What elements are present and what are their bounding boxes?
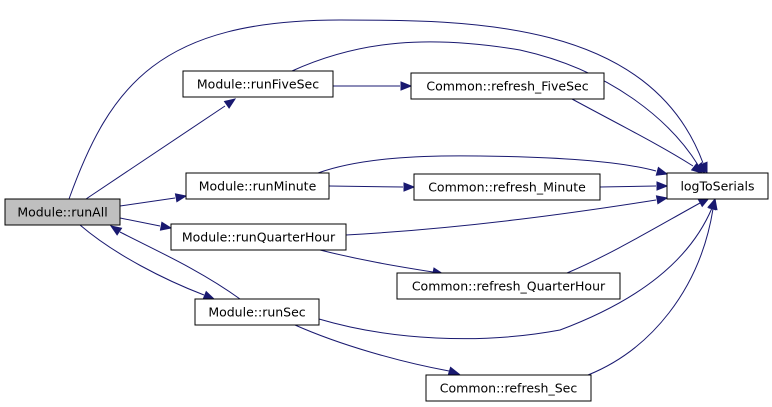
- edge-line: [119, 197, 176, 207]
- node-box[interactable]: [413, 173, 601, 201]
- arrowhead-icon: [223, 98, 237, 109]
- node-box[interactable]: [170, 223, 347, 251]
- edge-line: [79, 224, 205, 296]
- edge-runAll-to-runMinute: [119, 193, 188, 207]
- edge-line: [85, 105, 226, 200]
- node-box[interactable]: [194, 298, 320, 326]
- node-runQuarterHour[interactable]: Module::runQuarterHour: [170, 223, 347, 251]
- arrowhead-icon: [447, 366, 461, 376]
- edge-runQuarterHour-to-refreshQuarterHour: [319, 249, 445, 277]
- node-label: Common::refresh_QuarterHour: [412, 279, 606, 294]
- node-label: Common::refresh_Minute: [428, 180, 586, 195]
- arrowhead-icon: [656, 181, 669, 191]
- edge-line: [119, 231, 241, 300]
- node-runSec[interactable]: Module::runSec: [194, 298, 320, 326]
- edge-line: [566, 202, 701, 274]
- arrowhead-icon: [708, 197, 718, 211]
- arrowhead-icon: [109, 225, 123, 236]
- edge-line: [345, 199, 657, 236]
- node-label: Module::runAll: [17, 205, 107, 220]
- arrowhead-icon: [690, 162, 704, 174]
- edge-line: [317, 155, 657, 174]
- edge-runSec-to-logToSerials: [318, 197, 717, 340]
- node-refreshSec[interactable]: Common::refresh_Sec: [425, 374, 592, 402]
- node-box[interactable]: [425, 374, 592, 402]
- edge-refreshMinute-to-logToSerials: [599, 181, 669, 191]
- edge-refreshFiveSec-to-logToSerials: [571, 98, 704, 174]
- node-label: Common::refresh_FiveSec: [426, 79, 588, 94]
- node-runAll[interactable]: Module::runAll: [4, 198, 121, 226]
- arrowhead-icon: [202, 290, 216, 300]
- edge-line: [328, 185, 404, 188]
- node-label: Module::runMinute: [199, 179, 317, 194]
- node-runFiveSec[interactable]: Module::runFiveSec: [182, 70, 334, 98]
- node-label: Module::runFiveSec: [197, 77, 319, 92]
- node-label: Common::refresh_Sec: [440, 381, 578, 396]
- edge-line: [68, 19, 704, 200]
- edge-runSec-to-runAll: [109, 225, 241, 300]
- node-label: Module::runQuarterHour: [182, 230, 336, 245]
- edge-refreshSec-to-logToSerials: [587, 197, 718, 376]
- node-refreshFiveSec[interactable]: Common::refresh_FiveSec: [410, 72, 605, 100]
- edge-line: [318, 207, 713, 340]
- edge-line: [587, 208, 714, 376]
- node-runMinute[interactable]: Module::runMinute: [185, 172, 330, 200]
- node-label: Module::runSec: [208, 305, 305, 320]
- node-box[interactable]: [185, 172, 330, 200]
- edge-line: [319, 249, 434, 273]
- edge-runFiveSec-to-refreshFiveSec: [333, 81, 413, 91]
- edge-runAll-to-logToSerials: [68, 19, 708, 200]
- node-refreshMinute[interactable]: Common::refresh_Minute: [413, 173, 601, 201]
- node-box[interactable]: [396, 272, 621, 300]
- node-box[interactable]: [666, 172, 769, 200]
- node-box[interactable]: [4, 198, 121, 226]
- edge-refreshQuarterHour-to-logToSerials: [566, 197, 711, 274]
- node-logToSerials[interactable]: logToSerials: [666, 172, 769, 200]
- edge-runSec-to-refreshSec: [294, 324, 461, 376]
- edges-layer: [68, 19, 718, 376]
- edge-runQuarterHour-to-logToSerials: [345, 195, 669, 236]
- edge-line: [291, 41, 699, 166]
- edge-runMinute-to-logToSerials: [317, 155, 669, 176]
- edge-runAll-to-runQuarterHour: [119, 217, 173, 231]
- edge-line: [119, 217, 161, 227]
- arrowhead-icon: [159, 221, 173, 231]
- node-refreshQuarterHour[interactable]: Common::refresh_QuarterHour: [396, 272, 621, 300]
- edge-runAll-to-runFiveSec: [85, 98, 237, 200]
- edge-line: [571, 98, 694, 167]
- node-label: logToSerials: [680, 179, 754, 194]
- arrowhead-icon: [655, 195, 669, 205]
- node-box[interactable]: [410, 72, 605, 100]
- node-box[interactable]: [182, 70, 334, 98]
- edge-runMinute-to-refreshMinute: [328, 182, 416, 192]
- arrowhead-icon: [403, 182, 416, 192]
- arrowhead-icon: [655, 166, 669, 176]
- edge-line: [599, 185, 657, 188]
- edge-line: [294, 324, 450, 372]
- arrowhead-icon: [174, 193, 188, 203]
- arrowhead-icon: [400, 81, 413, 91]
- edge-runFiveSec-to-logToSerials: [291, 41, 706, 175]
